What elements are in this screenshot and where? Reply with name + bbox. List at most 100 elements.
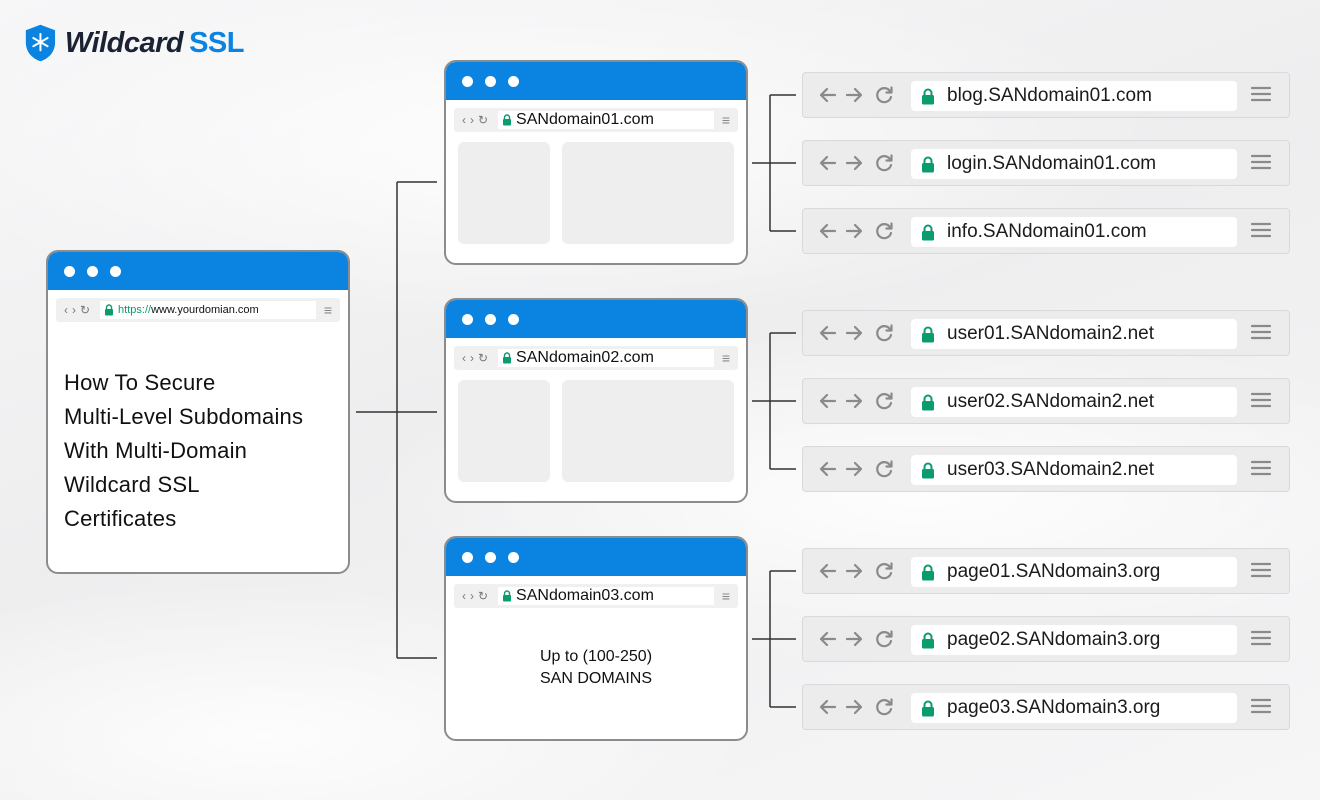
subdomain-bar: page03.SANdomain3.org bbox=[802, 684, 1290, 730]
title-line: Multi-Level Subdomains bbox=[64, 404, 304, 429]
back-arrow-icon[interactable] bbox=[819, 460, 837, 478]
lock-icon bbox=[922, 700, 934, 716]
url-field[interactable]: user03.SANdomain2.net bbox=[911, 455, 1237, 485]
title-line: Certificates bbox=[64, 506, 177, 531]
lock-icon bbox=[922, 88, 934, 104]
nav-buttons bbox=[819, 630, 895, 648]
url-field[interactable]: https://www.yourdomian.com bbox=[100, 301, 316, 319]
reload-icon[interactable] bbox=[875, 630, 895, 648]
menu-icon[interactable] bbox=[1251, 154, 1271, 170]
subdomain-bar: page02.SANdomain3.org bbox=[802, 616, 1290, 662]
lock-icon bbox=[503, 114, 512, 126]
lock-icon bbox=[503, 590, 512, 602]
content-panels bbox=[458, 142, 734, 244]
menu-icon[interactable] bbox=[1251, 630, 1271, 646]
url-field[interactable]: user01.SANdomain2.net bbox=[911, 319, 1237, 349]
nav-icons: ‹›↻ bbox=[462, 351, 493, 365]
title-line: With Multi-Domain bbox=[64, 438, 248, 463]
menu-icon[interactable] bbox=[1251, 324, 1271, 340]
menu-icon[interactable] bbox=[1251, 562, 1271, 578]
forward-arrow-icon[interactable] bbox=[845, 154, 863, 172]
url-field[interactable]: SANdomain02.com bbox=[498, 349, 714, 367]
window-dot bbox=[462, 313, 473, 325]
forward-arrow-icon[interactable] bbox=[845, 562, 863, 580]
reload-icon[interactable] bbox=[875, 698, 895, 716]
address-bar: ‹›↻ https://www.yourdomian.com ≡ bbox=[56, 298, 340, 322]
url-field[interactable]: SANdomain03.com bbox=[498, 587, 714, 605]
window-header bbox=[446, 538, 746, 576]
nav-buttons bbox=[819, 698, 895, 716]
window-dot bbox=[462, 75, 473, 87]
menu-icon[interactable]: ≡ bbox=[721, 588, 730, 604]
reload-icon[interactable] bbox=[875, 324, 895, 342]
url-field[interactable]: page02.SANdomain3.org bbox=[911, 625, 1237, 655]
forward-arrow-icon[interactable] bbox=[845, 86, 863, 104]
page-title: How To Secure Multi-Level Subdomains Wit… bbox=[64, 366, 344, 536]
subdomain-url: user03.SANdomain2.net bbox=[947, 459, 1155, 480]
nav-icons: ‹›↻ bbox=[462, 113, 493, 127]
menu-icon[interactable] bbox=[1251, 698, 1271, 714]
logo-name: Wildcard bbox=[64, 26, 184, 59]
subdomain-bar: blog.SANdomain01.com bbox=[802, 72, 1290, 118]
lock-icon bbox=[922, 462, 934, 478]
nav-buttons bbox=[819, 460, 895, 478]
back-arrow-icon[interactable] bbox=[819, 86, 837, 104]
url-field[interactable]: SANdomain01.com bbox=[498, 111, 714, 129]
san-note-line: Up to (100-250) bbox=[539, 648, 653, 665]
reload-icon[interactable] bbox=[875, 460, 895, 478]
url-field[interactable]: login.SANdomain01.com bbox=[911, 149, 1237, 179]
back-arrow-icon[interactable] bbox=[819, 698, 837, 716]
lock-icon bbox=[922, 394, 934, 410]
domain-window-3: ‹›↻ SANdomain03.com ≡ Up to (100-250) SA… bbox=[444, 536, 748, 741]
menu-icon[interactable]: ≡ bbox=[721, 350, 730, 366]
subdomain-url: user02.SANdomain2.net bbox=[947, 391, 1155, 412]
back-arrow-icon[interactable] bbox=[819, 154, 837, 172]
main-browser-window: ‹›↻ https://www.yourdomian.com ≡ How To … bbox=[46, 250, 350, 574]
reload-icon[interactable] bbox=[875, 392, 895, 410]
forward-arrow-icon[interactable] bbox=[845, 392, 863, 410]
forward-arrow-icon[interactable] bbox=[845, 630, 863, 648]
reload-icon[interactable] bbox=[875, 86, 895, 104]
url-scheme: https:// bbox=[118, 304, 152, 316]
url-field[interactable]: page03.SANdomain3.org bbox=[911, 693, 1237, 723]
back-arrow-icon[interactable] bbox=[819, 222, 837, 240]
back-arrow-icon[interactable] bbox=[819, 392, 837, 410]
lock-icon bbox=[503, 352, 512, 364]
url-field[interactable]: info.SANdomain01.com bbox=[911, 217, 1237, 247]
back-arrow-icon[interactable] bbox=[819, 324, 837, 342]
menu-icon[interactable]: ≡ bbox=[721, 112, 730, 128]
title-line: How To Secure bbox=[64, 370, 216, 395]
url-host: SANdomain01.com bbox=[516, 111, 654, 128]
nav-buttons bbox=[819, 562, 895, 580]
reload-icon[interactable] bbox=[875, 562, 895, 580]
shield-snowflake-icon bbox=[25, 24, 56, 62]
forward-arrow-icon[interactable] bbox=[845, 324, 863, 342]
subdomain-bar: user02.SANdomain2.net bbox=[802, 378, 1290, 424]
nav-buttons bbox=[819, 222, 895, 240]
url-field[interactable]: blog.SANdomain01.com bbox=[911, 81, 1237, 111]
forward-arrow-icon[interactable] bbox=[845, 698, 863, 716]
lock-icon bbox=[922, 156, 934, 172]
menu-icon[interactable] bbox=[1251, 392, 1271, 408]
reload-icon[interactable] bbox=[875, 222, 895, 240]
lock-icon bbox=[105, 304, 114, 316]
back-arrow-icon[interactable] bbox=[819, 562, 837, 580]
forward-arrow-icon[interactable] bbox=[845, 222, 863, 240]
nav-icons: ‹›↻ bbox=[64, 303, 95, 317]
reload-icon[interactable] bbox=[875, 154, 895, 172]
subdomain-bar: page01.SANdomain3.org bbox=[802, 548, 1290, 594]
url-host: SANdomain02.com bbox=[516, 349, 654, 366]
subdomain-bar: info.SANdomain01.com bbox=[802, 208, 1290, 254]
url-field[interactable]: user02.SANdomain2.net bbox=[911, 387, 1237, 417]
url-field[interactable]: page01.SANdomain3.org bbox=[911, 557, 1237, 587]
forward-arrow-icon[interactable] bbox=[845, 460, 863, 478]
content-panels bbox=[458, 380, 734, 482]
menu-icon[interactable] bbox=[1251, 460, 1271, 476]
menu-icon[interactable] bbox=[1251, 222, 1271, 238]
san-note-line: SAN DOMAINS bbox=[539, 670, 652, 687]
back-arrow-icon[interactable] bbox=[819, 630, 837, 648]
url-host: www.yourdomian.com bbox=[151, 304, 259, 316]
menu-icon[interactable] bbox=[1251, 86, 1271, 102]
menu-icon[interactable]: ≡ bbox=[323, 302, 332, 318]
